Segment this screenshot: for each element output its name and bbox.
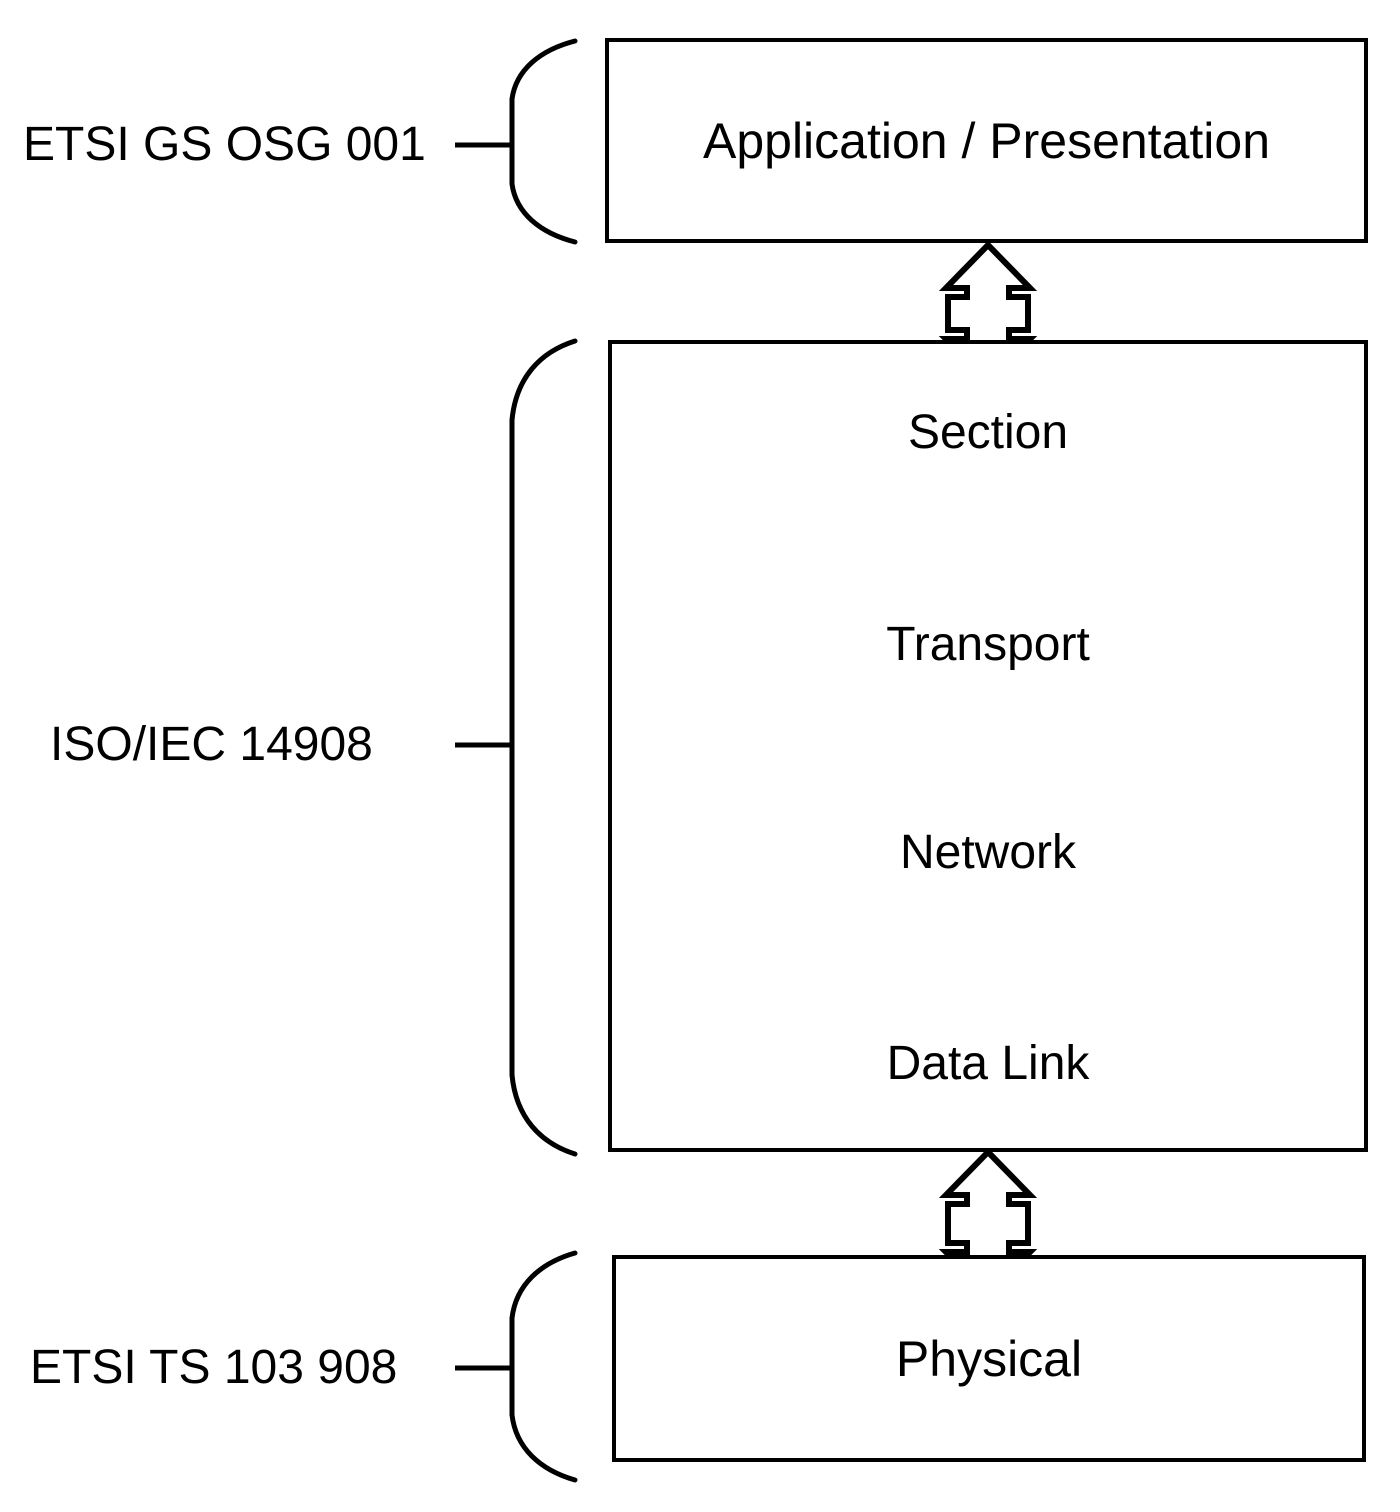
brace-etsi-gs-osg-001 [455,38,578,245]
layer-label-application-presentation: Application / Presentation [702,112,1271,169]
layer-box-physical[interactable]: Physical [612,1255,1366,1462]
layer-box-stack-middle[interactable] [608,340,1368,1152]
brace-etsi-ts-103-908 [455,1250,578,1483]
brace-iso-iec-14908 [455,338,578,1157]
layer-label-physical: Physical [895,1330,1083,1387]
sublayer-label-transport: Transport [886,618,1090,671]
sublayer-label-data-link: Data Link [886,1037,1090,1090]
side-label-iso-iec-14908: ISO/IEC 14908 [50,718,373,771]
sublayer-label-network: Network [899,826,1077,879]
side-label-etsi-gs-osg-001: ETSI GS OSG 001 [23,118,426,171]
side-label-etsi-ts-103-908: ETSI TS 103 908 [30,1341,398,1394]
layer-box-application-presentation[interactable]: Application / Presentation [605,38,1368,243]
sublayer-label-section: Section [907,406,1069,459]
